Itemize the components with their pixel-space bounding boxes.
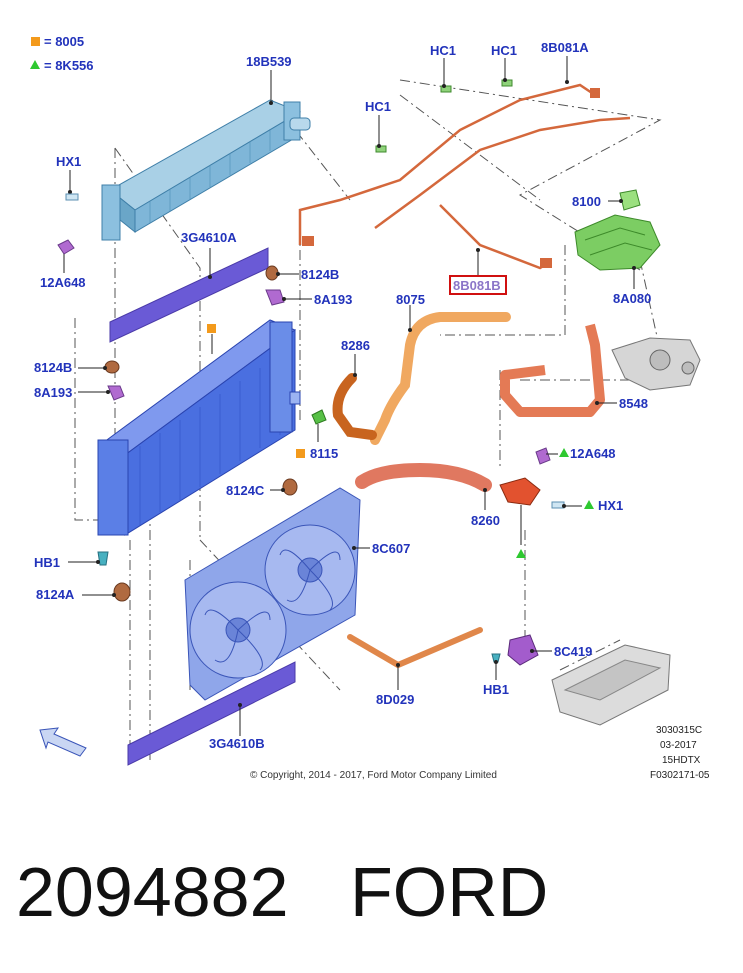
info-line-4: F0302171-05 (650, 770, 710, 781)
bushing-8124c (282, 478, 298, 496)
sensor-12a648-right (535, 447, 551, 465)
callout-8100: 8100 (572, 194, 601, 209)
coolant-reservoir (574, 214, 661, 271)
callout-8124B-mid: 8124B (301, 267, 339, 282)
sensor-12a648-left (57, 239, 75, 255)
callout-3G4610B: 3G4610B (209, 736, 265, 751)
hx1-clip (65, 193, 79, 201)
hose-8548 (500, 323, 605, 417)
marker-8005-radiator (207, 324, 216, 333)
info-line-1: 3030315C (656, 725, 702, 736)
bracket-8a193-mid (265, 289, 285, 306)
hose-8d029 (347, 627, 483, 669)
callout-hx1-right: HX1 (598, 498, 623, 513)
legend-triangle-marker (30, 60, 40, 69)
copyright: © Copyright, 2014 - 2017, Ford Motor Com… (250, 770, 497, 781)
legend-square-marker (31, 37, 40, 46)
legend-triangle-label: = 8K556 (44, 58, 94, 73)
callout-hx1-top: HX1 (56, 154, 81, 169)
callout-8D029: 8D029 (376, 692, 414, 707)
callout-8A193-mid: 8A193 (314, 292, 352, 307)
callout-hc1-b: HC1 (430, 43, 456, 58)
bushing-8124b-mid (265, 265, 279, 281)
bracket-8a193-left (107, 385, 125, 401)
callout-8124A: 8124A (36, 587, 75, 602)
callout-8C419: 8C419 (554, 644, 592, 659)
callout-8260: 8260 (471, 513, 500, 528)
brand-name: FORD (350, 853, 548, 931)
bushing-8124b-left (104, 360, 120, 374)
hc1-clips (375, 79, 513, 153)
callout-hb1-left: HB1 (34, 555, 60, 570)
intercooler (101, 99, 311, 241)
callout-8124C: 8124C (226, 483, 265, 498)
seal-strip-3g4610a (109, 247, 269, 343)
fan-shroud (184, 487, 361, 701)
part-number: 2094882 (16, 853, 289, 931)
bleed-screw-8115 (311, 409, 327, 425)
front-direction-arrow (39, 727, 87, 757)
hose-8286 (332, 373, 377, 440)
callout-8A080: 8A080 (613, 291, 651, 306)
marker-8005-8115 (296, 449, 305, 458)
outlet-housing (499, 477, 541, 506)
callout-8124B-left: 8124B (34, 360, 72, 375)
bushing-8124a (113, 582, 131, 602)
callout-hc1-a: HC1 (365, 99, 391, 114)
callout-8B081A: 8B081A (541, 40, 589, 55)
callout-3G4610A: 3G4610A (181, 230, 237, 245)
reservoir-cap (619, 189, 641, 211)
info-line-3: 15HDTX (662, 755, 701, 766)
marker-8k556-hx1 (584, 500, 594, 509)
callout-8286: 8286 (341, 338, 370, 353)
legend-square-label: = 8005 (44, 34, 84, 49)
hose-8260 (355, 462, 492, 492)
callout-18B539: 18B539 (246, 54, 292, 69)
callout-8B081B: 8B081B (453, 278, 501, 293)
callout-8548: 8548 (619, 396, 648, 411)
callout-8C607: 8C607 (372, 541, 410, 556)
hx1-clip-right (551, 501, 565, 509)
callout-8A193-left: 8A193 (34, 385, 72, 400)
highlight-box-8B081B (449, 275, 507, 295)
callout-8075: 8075 (396, 292, 425, 307)
thermostat-housing (611, 337, 701, 391)
seal-strip-3g4610b (127, 661, 296, 766)
oil-pan (551, 644, 671, 726)
marker-8k556-12a648 (559, 448, 569, 457)
valve-8c419 (507, 634, 539, 666)
marker-8k556-outlet (516, 549, 526, 558)
callout-hb1-right: HB1 (483, 682, 509, 697)
callout-12A648-right: 12A648 (570, 446, 616, 461)
hose-8075 (370, 312, 511, 445)
callout-8115: 8115 (310, 446, 338, 461)
info-line-2: 03-2017 (660, 740, 697, 751)
callout-12A648-left: 12A648 (40, 275, 86, 290)
callout-hc1-c: HC1 (491, 43, 517, 58)
radiator (97, 319, 301, 536)
